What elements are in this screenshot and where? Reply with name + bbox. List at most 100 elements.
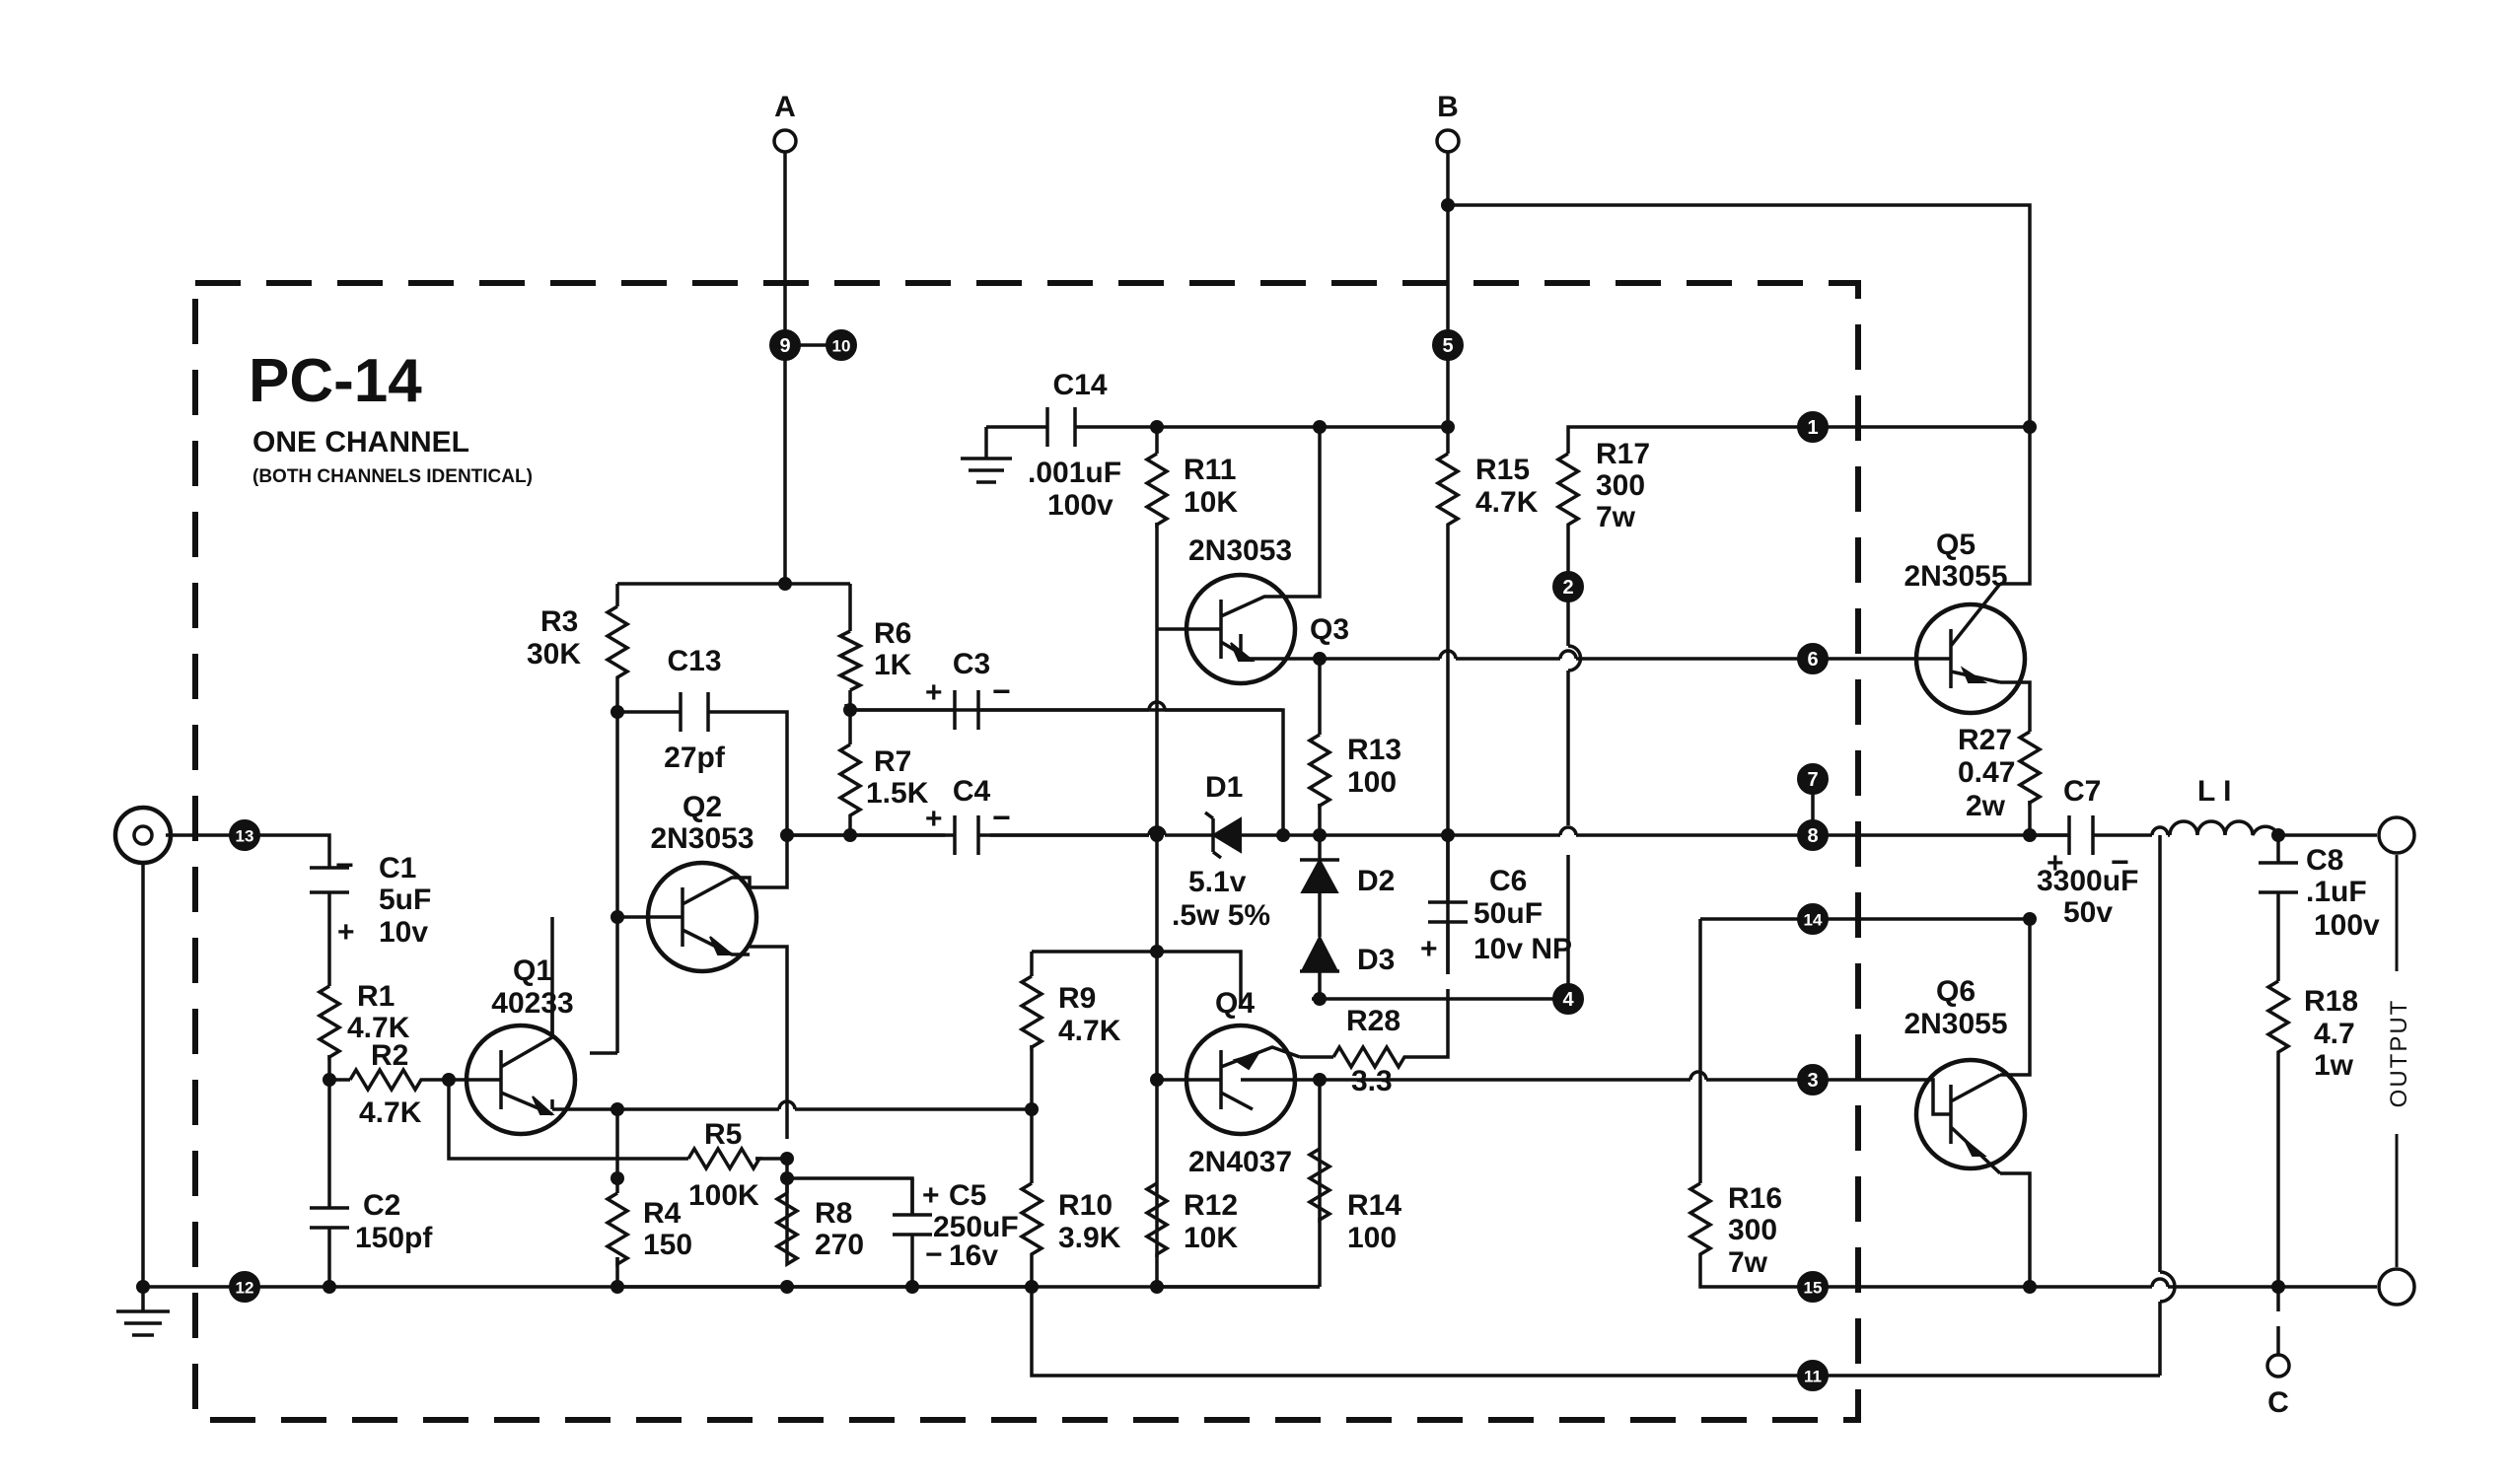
- inductor-l1[interactable]: [2168, 819, 2280, 836]
- resistor-r28[interactable]: [1331, 1043, 1410, 1071]
- r12-value: 10K: [1184, 1222, 1238, 1254]
- rail-terminal-b[interactable]: B: [1435, 91, 1461, 154]
- capacitor-c4[interactable]: [953, 815, 980, 855]
- r13-label: R13: [1347, 734, 1401, 766]
- resistor-r10[interactable]: [1018, 1181, 1045, 1257]
- resistor-r8[interactable]: [773, 1178, 801, 1268]
- pin-3[interactable]: 3: [1797, 1064, 1829, 1095]
- resistor-r9[interactable]: [1018, 974, 1045, 1051]
- pin-13[interactable]: 13: [229, 819, 260, 851]
- resistor-r11[interactable]: [1143, 452, 1171, 529]
- resistor-r6[interactable]: [836, 629, 864, 692]
- capacitor-c3[interactable]: [953, 690, 980, 730]
- c8-value: .1uF: [2306, 876, 2367, 908]
- r18-value: 4.7: [2314, 1018, 2355, 1050]
- svg-text:15: 15: [1804, 1279, 1823, 1298]
- q2-label: Q2: [683, 791, 722, 823]
- resistor-r7[interactable]: [836, 742, 864, 818]
- resistor-r4[interactable]: [604, 1191, 631, 1268]
- zener-diode-d1[interactable]: [1203, 811, 1242, 860]
- pin-15[interactable]: 15: [1797, 1271, 1829, 1303]
- r11-value: 10K: [1184, 486, 1238, 519]
- resistor-r13[interactable]: [1306, 733, 1333, 810]
- capacitor-c6[interactable]: [1428, 835, 1468, 974]
- input-jack-icon[interactable]: [112, 805, 174, 866]
- pin-10[interactable]: 10: [826, 329, 857, 361]
- rail-terminal-c[interactable]: C: [2265, 1353, 2291, 1419]
- d1-value: 5.1v: [1188, 866, 1247, 898]
- capacitor-c13[interactable]: [679, 692, 710, 732]
- output-terminal-ground[interactable]: [2377, 1267, 2416, 1307]
- pin-6[interactable]: 6: [1797, 643, 1829, 674]
- pin-4[interactable]: 4: [1552, 983, 1584, 1015]
- resistor-r12[interactable]: [1143, 1181, 1171, 1257]
- c13-label: C13: [667, 645, 721, 677]
- svg-text:2: 2: [1562, 577, 1573, 599]
- transistor-q4[interactable]: [1157, 1023, 1301, 1137]
- svg-text:6: 6: [1807, 649, 1818, 671]
- pin-14[interactable]: 14: [1797, 903, 1829, 935]
- pin-1[interactable]: 1: [1797, 411, 1829, 443]
- c1-voltage: 10v: [379, 916, 428, 949]
- d3-label: D3: [1357, 944, 1395, 976]
- diode-d3[interactable]: [1300, 934, 1339, 973]
- transistor-q3[interactable]: [1157, 572, 1300, 686]
- transistor-q6[interactable]: [1902, 1057, 2028, 1175]
- r5-label: R5: [704, 1118, 742, 1151]
- r8-label: R8: [815, 1197, 852, 1230]
- r9-label: R9: [1058, 982, 1096, 1015]
- capacitor-c7[interactable]: [2067, 815, 2095, 855]
- r16-power: 7w: [1728, 1246, 1768, 1279]
- transistor-q5[interactable]: [1902, 582, 2028, 716]
- q5-part: 2N3055: [1904, 560, 2007, 593]
- q6-label: Q6: [1936, 975, 1976, 1008]
- r18-label: R18: [2304, 985, 2358, 1018]
- pin-9[interactable]: 9: [769, 329, 801, 361]
- r2-value: 4.7K: [359, 1096, 422, 1129]
- pin-2[interactable]: 2: [1552, 571, 1584, 602]
- board-subtitle: ONE CHANNEL: [252, 426, 469, 459]
- capacitor-c14[interactable]: [1045, 407, 1077, 447]
- capacitor-c8[interactable]: [2259, 861, 2298, 894]
- resistor-r15[interactable]: [1434, 452, 1462, 528]
- rail-b-label: B: [1437, 91, 1459, 123]
- c14-label: C14: [1052, 369, 1107, 401]
- resistor-r2[interactable]: [348, 1066, 424, 1094]
- q4-label: Q4: [1215, 987, 1255, 1020]
- c7-value: 3300uF: [2037, 865, 2138, 897]
- resistor-r5[interactable]: [686, 1145, 763, 1172]
- r3-value: 30K: [527, 638, 581, 671]
- resistor-r1[interactable]: [316, 984, 343, 1061]
- rail-terminal-a[interactable]: A: [772, 91, 798, 154]
- r15-label: R15: [1475, 454, 1530, 486]
- r17-label: R17: [1596, 438, 1650, 470]
- diode-d2[interactable]: [1300, 857, 1339, 893]
- svg-text:1: 1: [1807, 417, 1818, 439]
- svg-text:+: +: [922, 1179, 940, 1212]
- pin-5[interactable]: 5: [1432, 329, 1464, 361]
- pin-11[interactable]: 11: [1797, 1360, 1829, 1391]
- c7-voltage: 50v: [2063, 896, 2113, 929]
- q6-part: 2N3055: [1904, 1008, 2007, 1040]
- resistor-r27[interactable]: [2016, 730, 2044, 807]
- transistor-q2[interactable]: [645, 860, 759, 974]
- resistor-r3[interactable]: [604, 604, 631, 680]
- capacitor-c5[interactable]: [893, 1178, 932, 1237]
- pin-7[interactable]: 7: [1797, 763, 1829, 795]
- output-terminal-hot[interactable]: [2377, 815, 2416, 855]
- resistor-r16[interactable]: [1687, 1181, 1714, 1257]
- capacitor-c1[interactable]: [310, 866, 349, 894]
- resistor-r17[interactable]: [1554, 452, 1582, 528]
- transistor-q1[interactable]: [464, 917, 578, 1137]
- r17-value: 300: [1596, 469, 1645, 502]
- pin-12[interactable]: 12: [229, 1271, 260, 1303]
- d1-label: D1: [1205, 771, 1243, 804]
- q5-label: Q5: [1936, 529, 1976, 561]
- resistor-r18[interactable]: [2264, 979, 2292, 1055]
- resistor-r14[interactable]: [1306, 1147, 1333, 1224]
- r13-value: 100: [1347, 766, 1397, 799]
- board-outline: [192, 280, 1861, 1423]
- pin-8[interactable]: 8: [1797, 819, 1829, 851]
- capacitor-c2[interactable]: [310, 1206, 349, 1230]
- component-labels: C14 .001uF 100v R11 10K R15 4.7K R17 300…: [347, 369, 2380, 1279]
